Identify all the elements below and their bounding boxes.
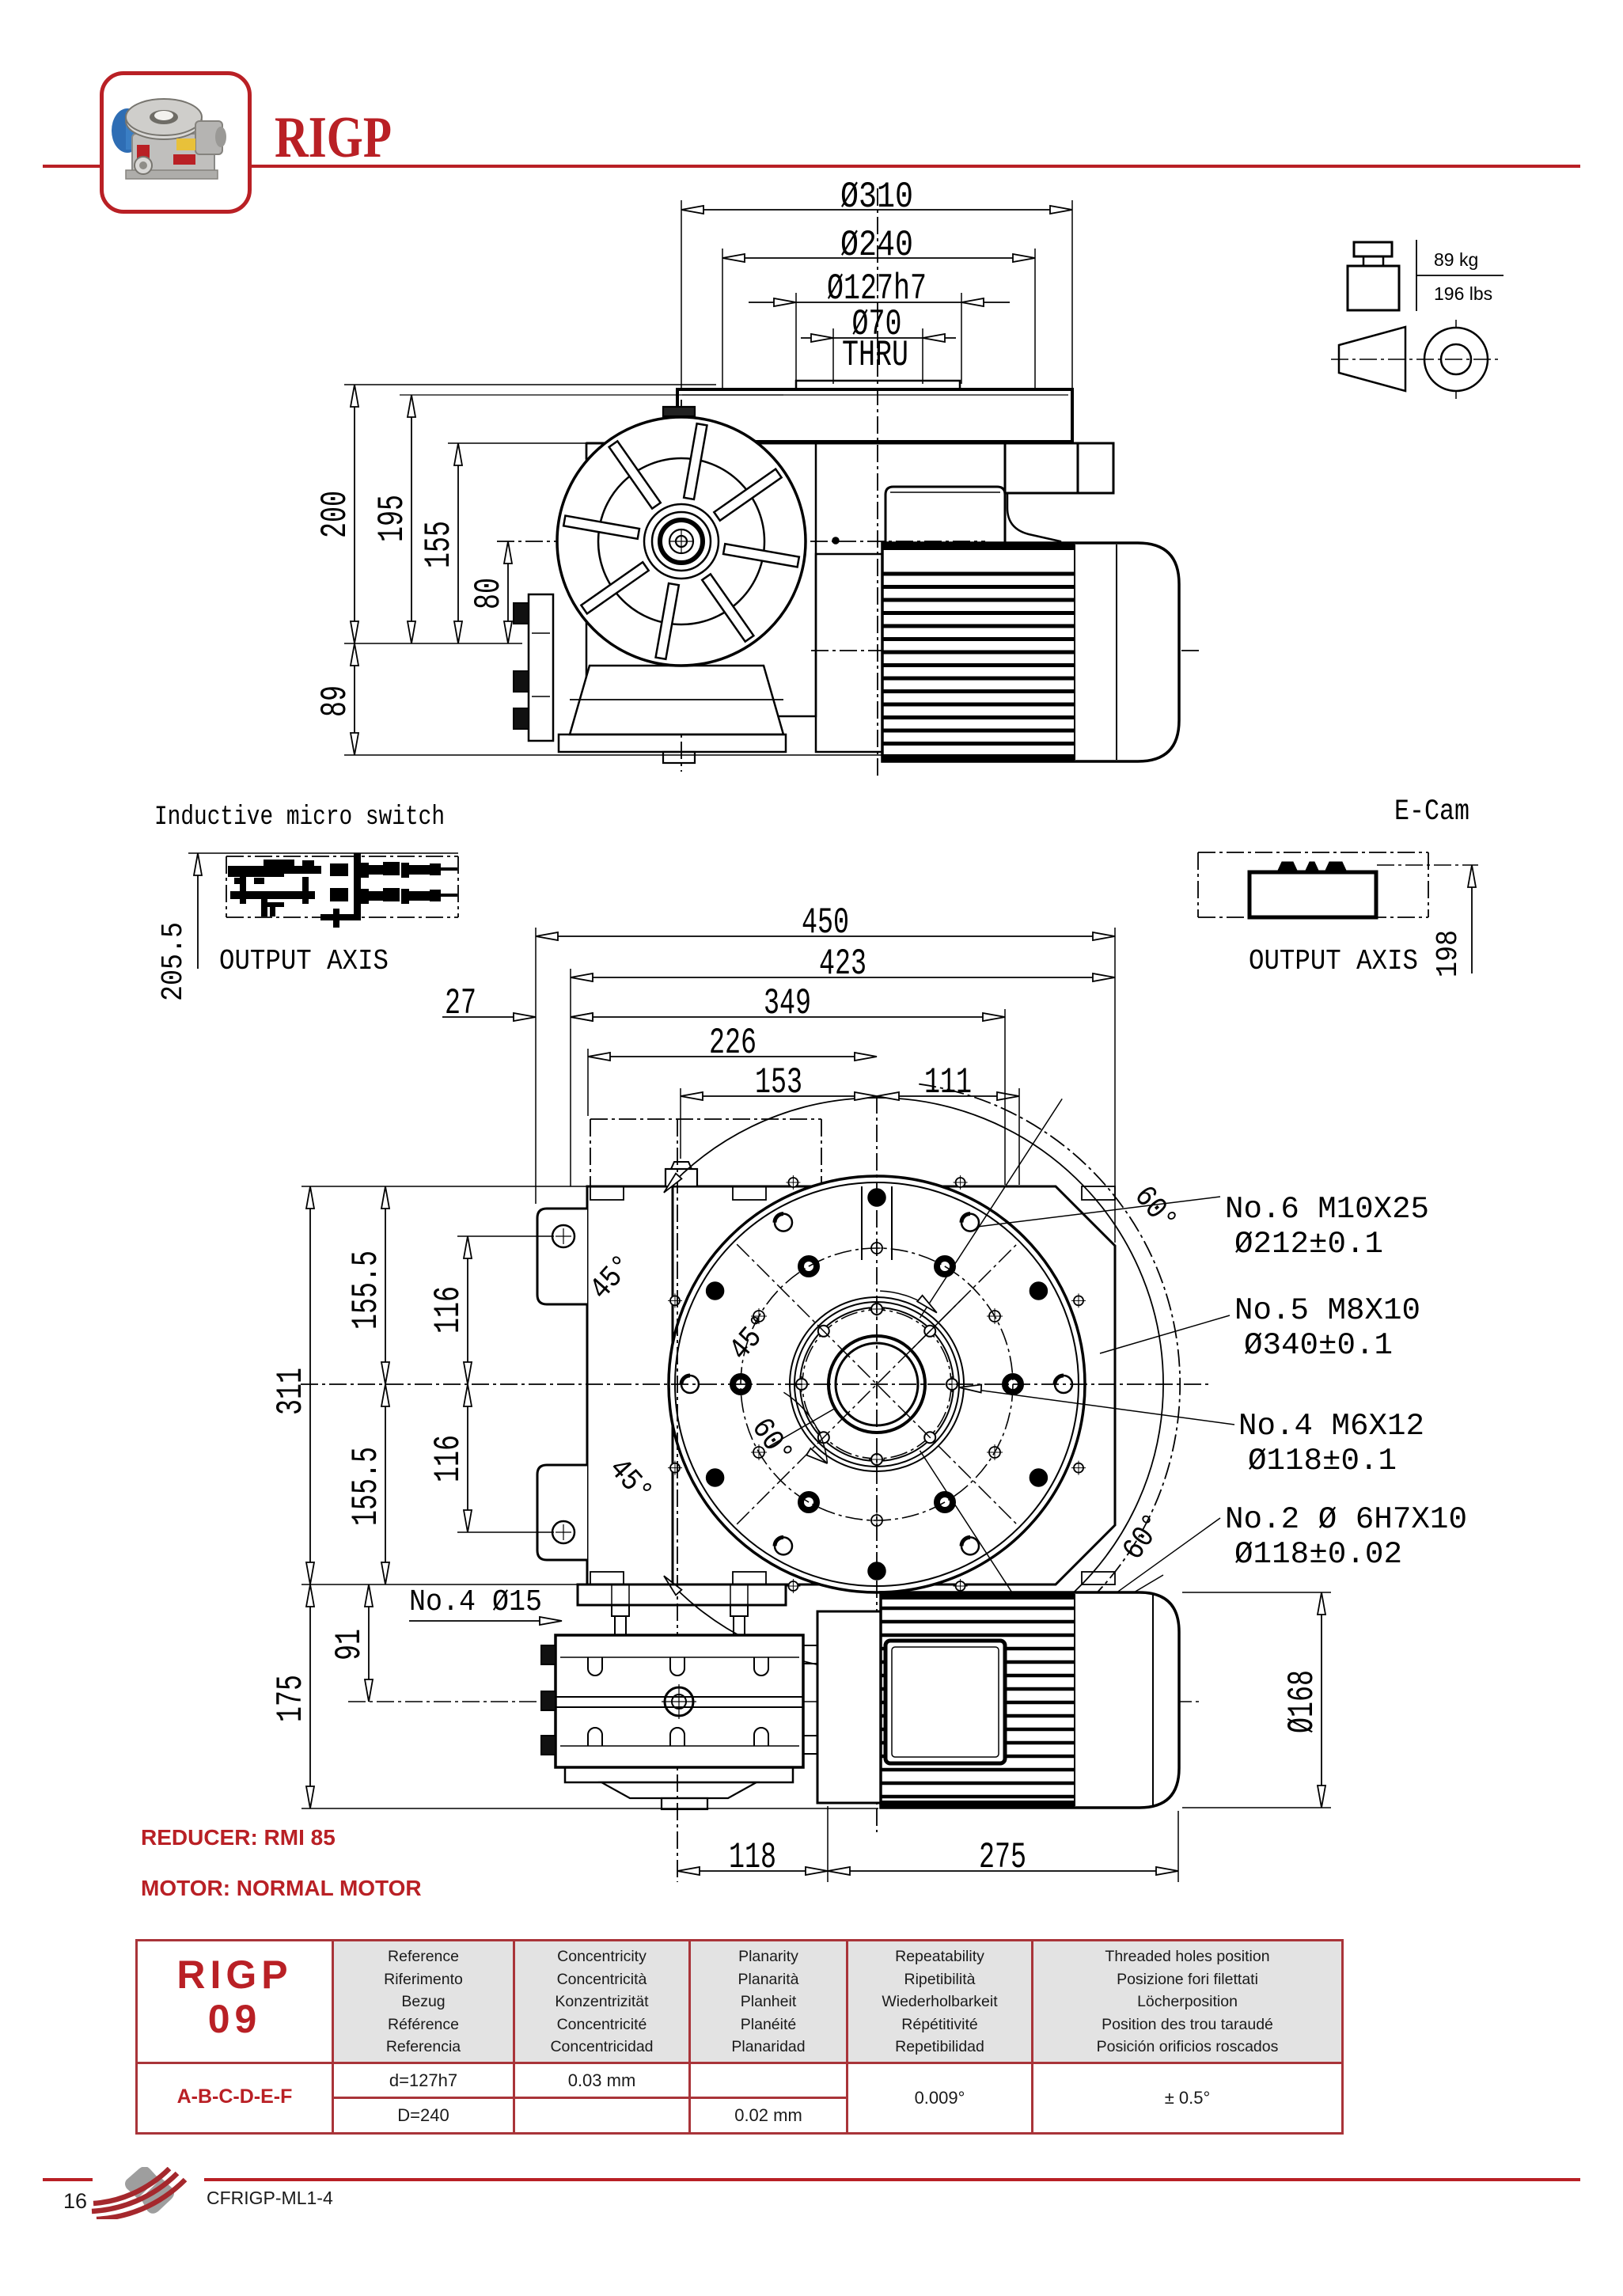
svg-text:OUTPUT AXIS: OUTPUT AXIS (1249, 945, 1418, 977)
svg-text:No.5 M8X10: No.5 M8X10 (1234, 1293, 1420, 1328)
svg-text:60°: 60° (1117, 1508, 1172, 1566)
svg-text:196 lbs: 196 lbs (1434, 283, 1492, 304)
svg-text:111: 111 (924, 1062, 972, 1103)
svg-text:Ø118±0.02: Ø118±0.02 (1234, 1537, 1402, 1572)
svg-text:155.5: 155.5 (346, 1447, 387, 1526)
svg-text:Ø127h7: Ø127h7 (827, 268, 927, 309)
svg-text:Ø70: Ø70 (852, 304, 902, 345)
svg-text:89 kg: 89 kg (1434, 249, 1478, 270)
svg-text:E-Cam: E-Cam (1394, 795, 1469, 829)
svg-text:OUTPUT AXIS: OUTPUT AXIS (219, 945, 389, 977)
svg-text:Ø168: Ø168 (1282, 1670, 1323, 1733)
svg-text:No.4 M6X12: No.4 M6X12 (1238, 1409, 1424, 1444)
svg-text:200: 200 (315, 491, 356, 538)
svg-text:91: 91 (329, 1629, 370, 1660)
svg-text:THRU: THRU (842, 335, 908, 376)
svg-text:Ø310: Ø310 (840, 176, 913, 218)
svg-text:423: 423 (819, 943, 866, 985)
svg-text:205.5: 205.5 (157, 922, 191, 1001)
svg-text:Ø118±0.1: Ø118±0.1 (1248, 1444, 1397, 1478)
svg-text:175: 175 (271, 1675, 312, 1722)
svg-text:349: 349 (764, 983, 811, 1024)
svg-text:Inductive micro switch: Inductive micro switch (154, 803, 445, 833)
svg-text:27: 27 (445, 983, 476, 1024)
svg-text:275: 275 (979, 1837, 1026, 1878)
svg-text:450: 450 (802, 902, 849, 943)
svg-text:No.2 Ø 6H7X10: No.2 Ø 6H7X10 (1225, 1502, 1467, 1537)
svg-text:Ø240: Ø240 (840, 225, 913, 266)
svg-text:80: 80 (468, 578, 510, 609)
svg-text:116: 116 (428, 1286, 469, 1334)
svg-text:Ø340±0.1: Ø340±0.1 (1244, 1328, 1393, 1363)
svg-text:60°: 60° (1127, 1179, 1184, 1238)
svg-text:No.4 Ø15: No.4 Ø15 (409, 1585, 542, 1619)
svg-text:226: 226 (709, 1023, 757, 1064)
svg-text:311: 311 (271, 1368, 312, 1415)
svg-text:155.5: 155.5 (346, 1250, 387, 1330)
svg-text:153: 153 (755, 1062, 802, 1103)
svg-text:116: 116 (428, 1435, 469, 1482)
svg-text:89: 89 (315, 685, 356, 717)
svg-text:155: 155 (419, 521, 460, 568)
svg-text:No.6 M10X25: No.6 M10X25 (1225, 1192, 1429, 1227)
svg-text:195: 195 (372, 495, 413, 542)
svg-text:198: 198 (1432, 930, 1466, 977)
svg-text:Ø212±0.1: Ø212±0.1 (1234, 1227, 1383, 1262)
svg-text:118: 118 (729, 1837, 776, 1878)
